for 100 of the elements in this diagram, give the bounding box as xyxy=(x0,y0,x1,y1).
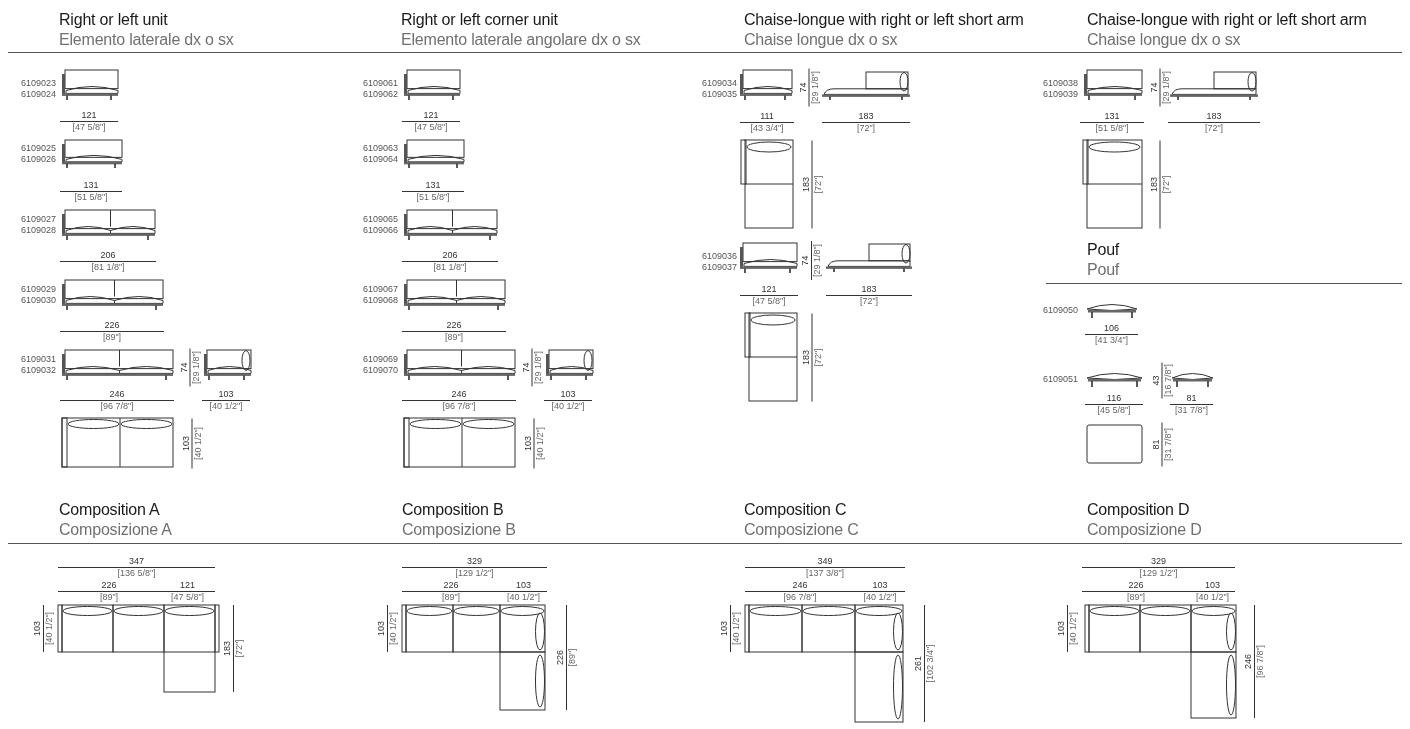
dimension-inches: [81 1/8"] xyxy=(433,262,467,273)
article-code: 6109027 xyxy=(20,214,56,225)
article-code: 6109070 xyxy=(362,365,398,376)
dimension-inches: [47 5/8"] xyxy=(752,296,786,307)
dimension-inches: [40 1/2"] xyxy=(388,611,399,646)
dimension-inches: [40 1/2"] xyxy=(209,401,243,412)
section-heading: Composition D xyxy=(1087,500,1190,520)
dimension-inches: [29 1/8"] xyxy=(190,350,201,384)
dimension-inches: [96 7/8"] xyxy=(100,401,134,412)
dimension-value: 106 xyxy=(1104,323,1119,334)
dimension-value: 74 xyxy=(178,362,189,372)
dimension-inches: [102 3/4"] xyxy=(925,644,936,683)
dimension-inches: [89"] xyxy=(1126,592,1146,603)
dimension-inches: [29 1/8"] xyxy=(1160,70,1171,104)
article-code: 6109029 xyxy=(20,284,56,295)
dimension-inches: [51 5/8"] xyxy=(416,192,450,203)
section-subheading: Pouf xyxy=(1087,260,1120,280)
dimension-value: 43 xyxy=(1150,375,1161,385)
dimension-inches: [129 1/2"] xyxy=(1139,568,1178,579)
dimension-value: 121 xyxy=(81,110,97,121)
dimension-inches: [89"] xyxy=(102,332,122,343)
article-code: 6109065 xyxy=(362,214,398,225)
section-subheading: Composizione A xyxy=(59,520,172,540)
dimension-inches: [51 5/8"] xyxy=(74,192,108,203)
dimension-value: 226 xyxy=(104,320,120,331)
section-subheading: Composizione C xyxy=(744,520,859,540)
dimension-value: 103 xyxy=(516,580,531,591)
section-heading: Composition B xyxy=(402,500,504,520)
dimension-value: 131 xyxy=(83,180,99,191)
section-heading: Pouf xyxy=(1087,240,1120,260)
dimension-value: 103 xyxy=(560,389,576,400)
article-code: 6109035 xyxy=(701,89,737,100)
dimension-value: 103 xyxy=(522,435,533,451)
article-code: 6109025 xyxy=(20,143,56,154)
dimension-value: 183 xyxy=(800,176,811,192)
dimension-inches: [89"] xyxy=(444,332,464,343)
dimension-value: 349 xyxy=(817,556,833,567)
dimension-value: 111 xyxy=(760,111,774,122)
dimension-value: 103 xyxy=(872,580,888,591)
dimension-value: 103 xyxy=(719,621,730,636)
dimension-inches: [72"] xyxy=(812,347,823,367)
article-code: 6109032 xyxy=(20,365,56,376)
dimension-value: 81 xyxy=(1150,439,1161,449)
dimension-value: 261 xyxy=(913,656,924,671)
article-code: 6109068 xyxy=(362,295,398,306)
dimension-inches: [40 1/2"] xyxy=(863,592,897,603)
dimension-value: 121 xyxy=(761,284,777,295)
dimension-value: 183 xyxy=(858,111,874,122)
article-code: 6109064 xyxy=(362,154,398,165)
dimension-value: 121 xyxy=(180,580,195,591)
section-heading: Right or left unit xyxy=(59,10,168,30)
dimension-value: 226 xyxy=(446,320,462,331)
dimension-value: 131 xyxy=(425,180,441,191)
dimension-inches: [40 1/2"] xyxy=(44,611,55,646)
dimension-value: 103 xyxy=(376,621,387,636)
section-heading: Composition A xyxy=(59,500,160,520)
section-subheading: Composizione B xyxy=(402,520,516,540)
dimension-inches: [96 7/8"] xyxy=(442,401,476,412)
dimension-value: 116 xyxy=(1106,393,1122,404)
dimension-value: 329 xyxy=(467,556,482,567)
dimension-inches: [96 7/8"] xyxy=(1255,644,1266,679)
dimension-inches: [47 5/8"] xyxy=(414,122,448,133)
section-heading: Composition C xyxy=(744,500,847,520)
dimension-inches: [43 3/4"] xyxy=(750,123,784,134)
dimension-value: 206 xyxy=(100,250,116,261)
dimension-inches: [51 5/8"] xyxy=(1095,123,1129,134)
dimension-inches: [89"] xyxy=(567,648,578,667)
dimension-inches: [40 1/2"] xyxy=(551,401,585,412)
article-code: 6109039 xyxy=(1042,89,1078,100)
article-code: 6109023 xyxy=(20,78,56,89)
dimension-value: 183 xyxy=(1206,111,1222,122)
article-code: 6109036 xyxy=(701,251,737,262)
dimension-inches: [40 1/2"] xyxy=(731,611,742,646)
dimension-inches: [31 7/8"] xyxy=(1162,427,1173,461)
article-code: 6109034 xyxy=(701,78,737,89)
article-code: 6109062 xyxy=(362,89,398,100)
dimension-value: 103 xyxy=(180,435,191,451)
dimension-value: 246 xyxy=(451,389,467,400)
article-code: 6109038 xyxy=(1042,78,1078,89)
dimension-inches: [72"] xyxy=(812,174,823,194)
dimension-value: 183 xyxy=(222,641,233,656)
article-code: 6109026 xyxy=(20,154,56,165)
dimension-inches: [31 7/8"] xyxy=(1174,405,1209,416)
dimension-value: 74 xyxy=(520,362,531,372)
dimension-inches: [45 5/8"] xyxy=(1097,405,1131,416)
dimension-inches: [96 7/8"] xyxy=(783,592,817,603)
article-code: 6109031 xyxy=(20,354,56,365)
dimension-inches: [89"] xyxy=(99,592,119,603)
dimension-inches: [81 1/8"] xyxy=(91,262,125,273)
dimension-value: 103 xyxy=(1056,621,1067,636)
article-code: 6109061 xyxy=(362,78,398,89)
dimension-inches: [137 3/8"] xyxy=(805,568,845,579)
dimension-value: 131 xyxy=(1104,111,1120,122)
dimension-value: 183 xyxy=(800,349,811,365)
dimension-inches: [40 1/2"] xyxy=(192,426,203,460)
dimension-value: 329 xyxy=(1151,556,1166,567)
dimension-inches: [72"] xyxy=(859,296,879,307)
dimension-value: 246 xyxy=(792,580,808,591)
dimension-inches: [89"] xyxy=(441,592,461,603)
dimension-value: 103 xyxy=(1205,580,1220,591)
